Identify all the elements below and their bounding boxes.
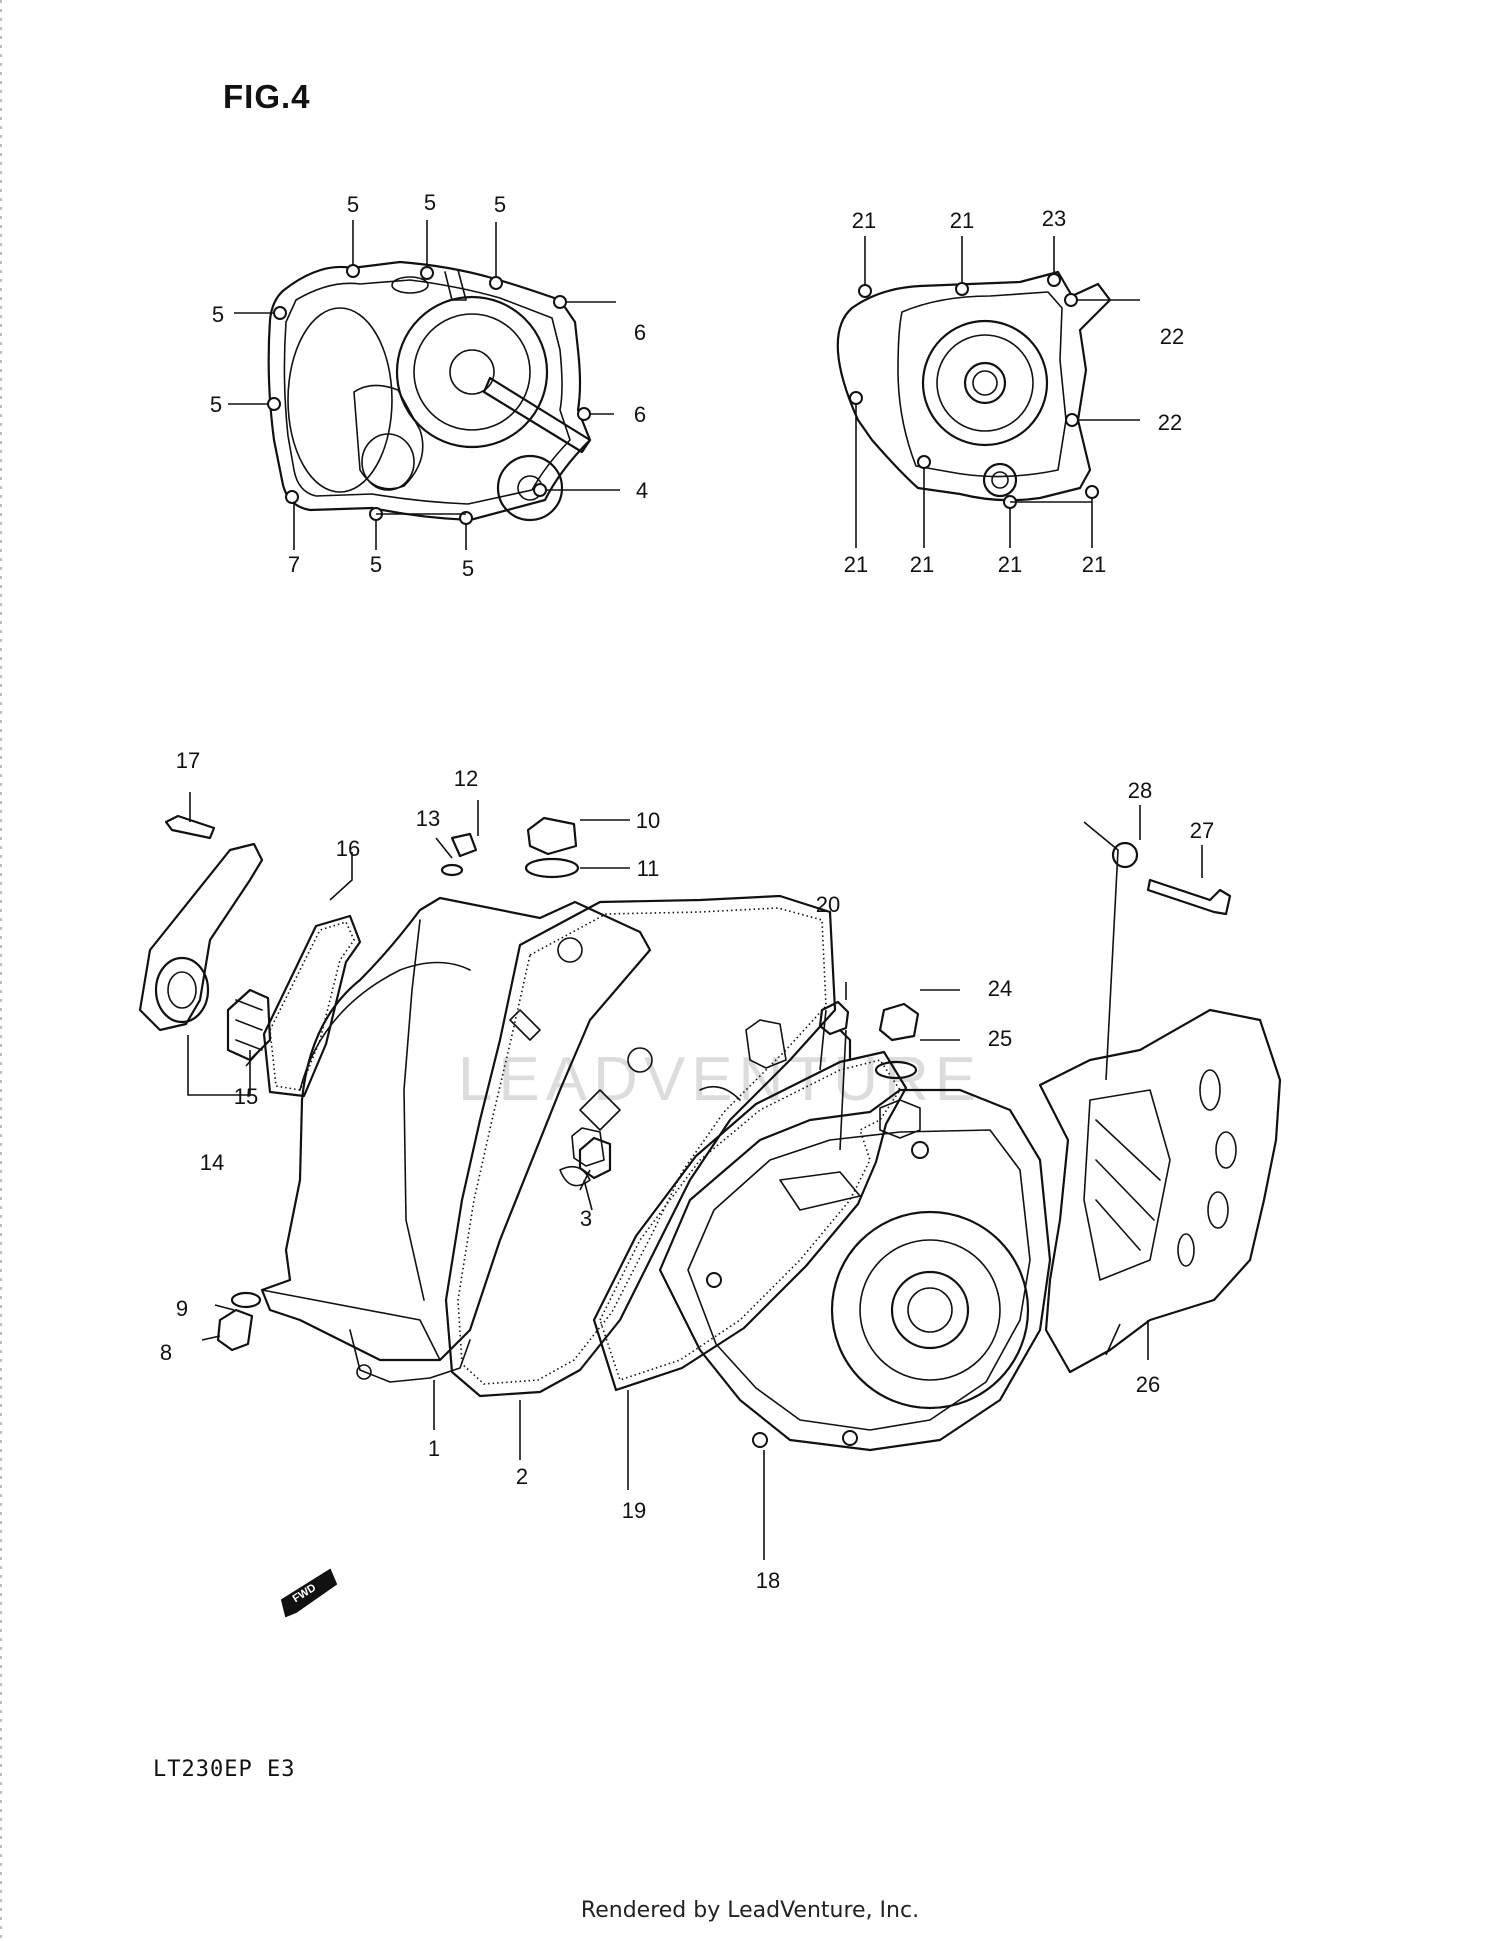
- callout-21: 21: [910, 552, 934, 577]
- watermark: LEADVENTURE: [458, 1045, 982, 1114]
- callout-27: 27: [1190, 818, 1214, 843]
- scan-edge: [0, 0, 2, 1941]
- callout-1: 1: [428, 1436, 440, 1461]
- callout-20: 20: [816, 892, 840, 917]
- callout-26: 26: [1136, 1372, 1160, 1397]
- callout-5: 5: [212, 302, 224, 327]
- callout-21: 21: [844, 552, 868, 577]
- assembly-leader-lines: [187, 792, 1203, 1560]
- small-fasteners: [216, 816, 1232, 1352]
- callout-2: 2: [516, 1464, 528, 1489]
- callout-13: 13: [416, 806, 440, 831]
- callout-5: 5: [462, 556, 474, 581]
- callout-5: 5: [370, 552, 382, 577]
- callout-22: 22: [1158, 410, 1182, 435]
- callout-24: 24: [988, 976, 1012, 1001]
- callout-21: 21: [998, 552, 1022, 577]
- pump-assembly: [138, 814, 362, 1098]
- callout-19: 19: [622, 1498, 646, 1523]
- callout-16: 16: [336, 836, 360, 861]
- callout-11: 11: [637, 856, 660, 881]
- callout-5: 5: [347, 192, 359, 217]
- callout-14: 14: [200, 1150, 224, 1175]
- right-crankcase-cover: [658, 1088, 1052, 1452]
- callout-8: 8: [160, 1340, 172, 1365]
- callout-10: 10: [636, 808, 660, 833]
- magneto-cover-bolt-holes: [849, 273, 1099, 509]
- callout-18: 18: [756, 1568, 780, 1593]
- callout-numbers: 5 5 5 5 5 6 6 4 7 5 5 21 21 23 22 22 21 …: [160, 190, 1214, 1593]
- crankcase-gasket: [444, 894, 837, 1398]
- callout-7: 7: [288, 552, 300, 577]
- callout-5: 5: [424, 190, 436, 215]
- callout-28: 28: [1128, 778, 1152, 803]
- callout-21: 21: [852, 208, 876, 233]
- callout-4: 4: [636, 478, 648, 503]
- clutch-cover-outline: [267, 260, 592, 522]
- magneto-cover-outline: [836, 270, 1112, 502]
- callout-6: 6: [634, 320, 646, 345]
- magneto-cover-leader-lines: [855, 236, 1140, 548]
- callout-23: 23: [1042, 206, 1066, 231]
- callout-21: 21: [1082, 552, 1106, 577]
- callout-15: 15: [234, 1084, 258, 1109]
- model-code: LT230EP E3: [153, 1757, 296, 1782]
- callout-9: 9: [176, 1296, 188, 1321]
- clutch-cover-bolt-holes: [267, 264, 591, 525]
- callout-12: 12: [454, 766, 478, 791]
- callout-22: 22: [1160, 324, 1184, 349]
- callout-5: 5: [494, 192, 506, 217]
- clutch-cover-leader-lines: [228, 220, 620, 550]
- callout-6: 6: [634, 402, 646, 427]
- callout-3: 3: [580, 1206, 592, 1231]
- forward-direction-arrow: FWD: [280, 1568, 338, 1618]
- callout-25: 25: [988, 1026, 1012, 1051]
- side-frame-cover: [1038, 1008, 1282, 1374]
- figure-title: FIG.4: [223, 78, 311, 115]
- callout-21: 21: [950, 208, 974, 233]
- callout-5: 5: [210, 392, 222, 417]
- callout-17: 17: [176, 748, 200, 773]
- footer-credit: Rendered by LeadVenture, Inc.: [580, 1898, 920, 1923]
